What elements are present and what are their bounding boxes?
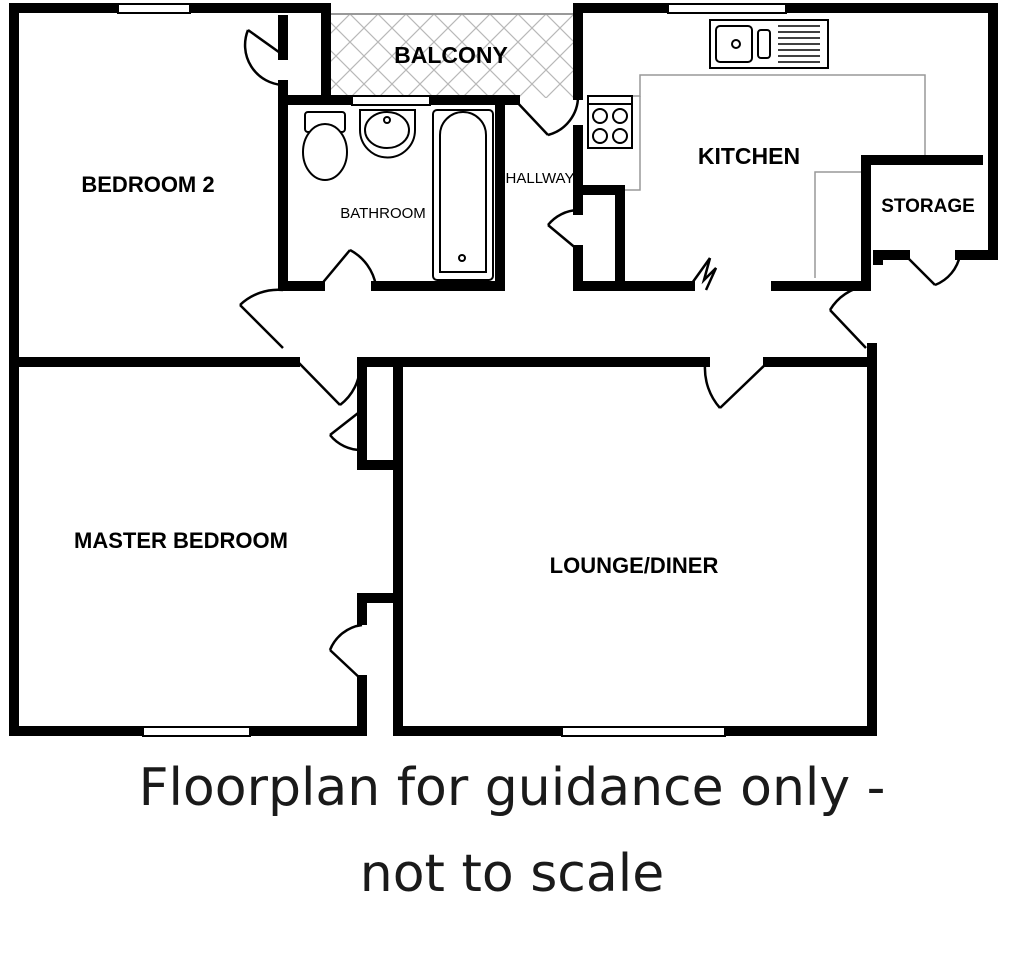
hob-icon bbox=[587, 95, 633, 149]
balcony-floor bbox=[326, 13, 574, 98]
window-kitchen bbox=[667, 3, 787, 14]
basin-icon bbox=[359, 109, 416, 159]
bathroom-label: BATHROOM bbox=[340, 205, 426, 222]
window-master-bedroom bbox=[142, 726, 251, 737]
door-master-cupboard-bottom bbox=[328, 623, 363, 681]
door-hallway-cupboard bbox=[547, 208, 579, 251]
lounge-diner-label: LOUNGE/DINER bbox=[550, 553, 719, 578]
hallway-label: HALLWAY bbox=[506, 170, 575, 187]
door-master-bedroom bbox=[297, 361, 362, 406]
storage-label: STORAGE bbox=[881, 196, 975, 217]
bathtub-icon bbox=[432, 109, 494, 281]
door-bedroom2-balcony bbox=[243, 28, 284, 87]
window-bathroom bbox=[351, 95, 431, 106]
toilet-icon bbox=[302, 111, 348, 181]
master-bedroom-label: MASTER BEDROOM bbox=[74, 528, 288, 553]
window-lounge bbox=[561, 726, 726, 737]
bedroom2-label: BEDROOM 2 bbox=[81, 172, 214, 197]
window-bedroom2 bbox=[117, 3, 191, 14]
disclaimer-line-1: Floorplan for guidance only - bbox=[138, 758, 886, 818]
door-balcony-hallway bbox=[514, 94, 580, 137]
kitchen-label: KITCHEN bbox=[698, 143, 800, 169]
sink-icon bbox=[709, 19, 829, 69]
doors bbox=[239, 28, 962, 681]
door-bathroom bbox=[319, 248, 378, 287]
disclaimer-line-2: not to scale bbox=[359, 844, 665, 904]
walls bbox=[9, 3, 998, 736]
door-storage bbox=[904, 254, 962, 287]
door-kitchen bbox=[688, 257, 718, 291]
balcony-label: BALCONY bbox=[394, 42, 508, 68]
door-hallway-entrance bbox=[828, 284, 867, 349]
door-lounge bbox=[703, 361, 769, 409]
door-master-cupboard-top bbox=[329, 409, 363, 452]
door-bedroom2-hallway bbox=[239, 288, 284, 349]
kitchen-worktop bbox=[588, 74, 926, 278]
windows bbox=[117, 3, 787, 737]
